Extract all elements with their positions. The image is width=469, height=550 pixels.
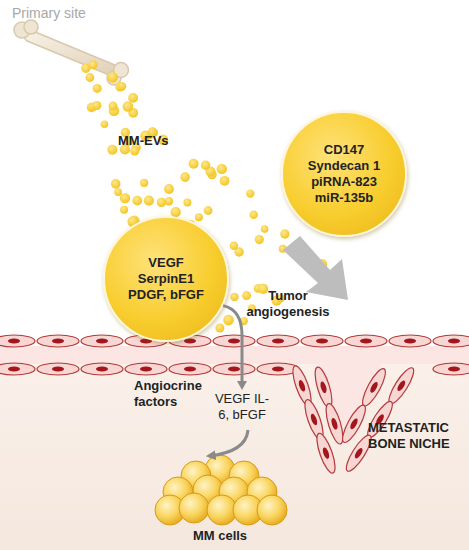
process-label: Tumor angiogenesis [238,288,338,320]
cargo-name: Syndecan 1 [308,158,380,174]
vesicle-dot [109,102,118,111]
vesicle-dot [107,145,117,155]
endothelial-cell [312,365,336,409]
vesicle-dot [89,60,98,69]
factor-list: VEGF IL-6, bFGF [210,391,274,423]
vesicle-dot [255,235,264,244]
endothelial-cell [0,335,35,347]
site-label: Primary site [12,5,132,22]
vesicle-dot [140,179,148,187]
vesicle-dot [128,93,138,103]
vesicle-label: MM-EVs [118,133,198,149]
vesicle-dot [165,197,173,205]
endothelial-cell [213,335,255,347]
endothelial-cell [0,363,35,375]
bone-niche-area [0,354,469,550]
endothelial-cell [433,363,469,375]
endothelial-cell [345,335,387,347]
vesicle-dot [217,164,227,174]
endothelial-cell [169,363,211,375]
edge-label: Angiocrine factors [134,378,214,410]
blood-vessel [0,335,469,475]
vesicle-dot [246,189,254,197]
endothelial-cell [389,335,431,347]
vesicle-dot [250,211,258,219]
cell-cluster: MM cells [150,452,290,547]
vesicle-dot [120,206,128,214]
vesicle-dot [132,196,142,206]
vesicle-dot [223,315,234,326]
vesicle-dot [258,284,268,294]
endothelial-cell [339,402,370,445]
myeloma-cell [257,495,287,525]
endothelial-cell [359,366,390,409]
factor-arrow [209,306,248,456]
vesicle-dot [111,179,121,189]
vesicle-dot [101,120,109,128]
endothelial-cell [37,335,79,347]
cell-label: MM cells [150,528,290,543]
cargo-name: SerpinE1 [138,271,194,287]
vesicle-dot [92,101,101,110]
cargo-name: piRNA-823 [311,174,377,190]
vesicle-dot [86,73,95,82]
cargo-name: miR-135b [315,190,374,206]
vesicle-dot [230,293,238,301]
vesicle-dot [280,229,289,238]
vesicle-dot [123,101,134,112]
vesicle-dot [180,172,190,182]
endothelial-cell [257,335,299,347]
endothelial-cell [301,335,343,347]
bone-illustration [14,20,129,85]
vesicle-dot [164,184,174,194]
cargo-circle: VEGFSerpinE1PDGF, bFGF [103,216,229,342]
arrow-head [237,381,247,390]
vesicle-dot [204,206,213,215]
vesicle-dot [201,161,210,170]
vesicle-dot [189,159,199,169]
vesicle-dot [144,196,154,206]
cargo-circle: CD147Syndecan 1piRNA-823miR-135b [281,111,407,237]
vesicle-dot [261,225,269,233]
endothelial-cell [125,363,167,375]
vesicle-dot [120,193,130,203]
niche-label: METASTATIC BONE NICHE [368,420,463,452]
vesicle-dot [114,188,122,196]
vesicle-dot [195,213,203,221]
endothelial-cell [81,335,123,347]
vesicle-dot [107,72,118,83]
vesicle-dot [157,198,166,207]
myeloma-cell [179,493,209,523]
cargo-name: CD147 [324,142,364,158]
endothelial-cell [385,365,418,407]
vesicle-dot [215,324,224,333]
vesicle-dot [230,242,238,250]
vesicle-dot [242,291,251,300]
endothelial-cell [37,363,79,375]
vesicle-dot [118,82,126,90]
cargo-name: PDGF, bFGF [128,287,204,303]
cargo-name: VEGF [148,255,183,271]
myeloma-cells [150,452,290,528]
vesicle-dot [183,199,191,207]
endothelial-cell [213,363,255,375]
vesicle-dot [220,176,230,186]
endothelial-cell [81,363,123,375]
endothelial-cell [433,335,469,347]
vesicle-dot [93,84,102,93]
